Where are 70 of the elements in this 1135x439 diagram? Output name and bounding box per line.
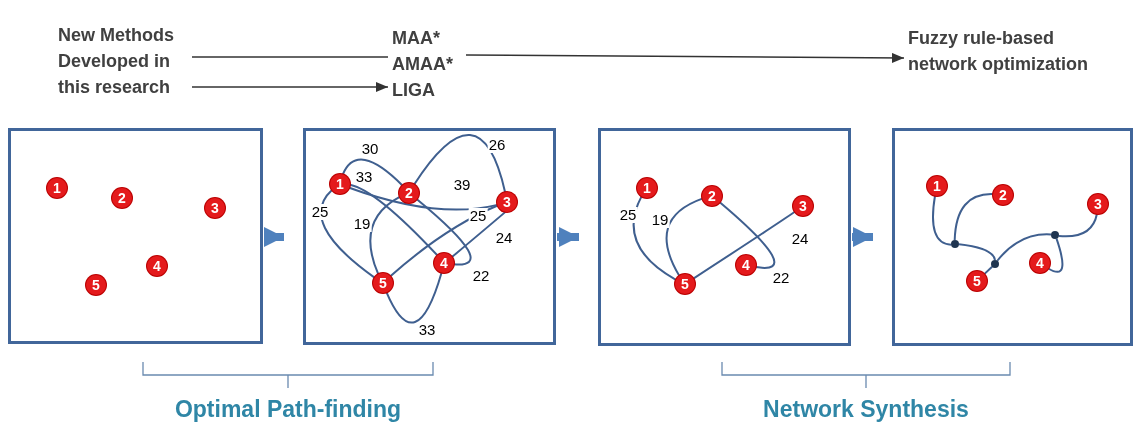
edge-label: 33 — [354, 169, 374, 185]
edge-label: 22 — [771, 270, 791, 286]
connector-line — [983, 265, 994, 276]
connector-line — [1057, 212, 1098, 238]
edge-label: 26 — [487, 137, 507, 153]
connector-line — [320, 189, 376, 279]
method-text: Fuzzy rule-based network optimization — [908, 25, 1123, 77]
connector-line — [415, 198, 472, 266]
network-panel — [8, 128, 263, 344]
numbered-node: 5 — [967, 271, 987, 291]
junction-dot — [1051, 231, 1059, 239]
numbered-node: 5 — [675, 274, 695, 294]
numbered-node: 2 — [112, 188, 132, 208]
junction-dot — [991, 260, 999, 268]
numbered-node: 4 — [147, 256, 167, 276]
section-label: Optimal Path-finding — [174, 396, 402, 423]
edge-label: 39 — [452, 177, 472, 193]
arrow — [191, 82, 389, 92]
connector-line — [341, 158, 404, 187]
connector-line — [349, 183, 439, 257]
connector-line — [385, 271, 443, 324]
edge-label: 19 — [650, 212, 670, 228]
connector-line — [191, 56, 389, 58]
connector-line — [413, 134, 507, 194]
numbered-node: 5 — [86, 275, 106, 295]
connector-line — [665, 197, 704, 277]
connector-line — [632, 195, 677, 281]
method-text: New Methods Developed in this research — [58, 22, 188, 100]
arrow — [465, 52, 905, 63]
numbered-node: 3 — [793, 196, 813, 216]
numbered-node: 1 — [637, 178, 657, 198]
numbered-node: 1 — [330, 174, 350, 194]
network-panel — [303, 128, 556, 345]
numbered-node: 3 — [205, 198, 225, 218]
connector-line — [958, 243, 996, 261]
edge-label: 25 — [618, 207, 638, 223]
numbered-node: 2 — [702, 186, 722, 206]
numbered-node: 2 — [993, 185, 1013, 205]
junction-dot — [951, 240, 959, 248]
edge-label: 30 — [360, 141, 380, 157]
edge-label: 24 — [494, 230, 514, 246]
numbered-node: 2 — [399, 183, 419, 203]
edge-label: 22 — [471, 268, 491, 284]
numbered-node: 4 — [736, 255, 756, 275]
method-text: MAA* AMAA* LIGA — [392, 25, 462, 103]
connector-line — [953, 193, 995, 241]
connector-line — [996, 233, 1053, 262]
numbered-node: 4 — [1030, 253, 1050, 273]
connector-line — [932, 194, 953, 246]
numbered-node: 4 — [434, 253, 454, 273]
edge-label: 19 — [352, 216, 372, 232]
connector-line — [451, 210, 507, 258]
numbered-node: 5 — [373, 273, 393, 293]
edge-label: 33 — [417, 322, 437, 338]
numbered-node: 1 — [47, 178, 67, 198]
connector-line — [718, 201, 776, 269]
edge-label: 24 — [790, 231, 810, 247]
numbered-node: 3 — [497, 192, 517, 212]
network-panel — [892, 128, 1133, 346]
connector-line — [369, 195, 401, 276]
numbered-node: 3 — [1088, 194, 1108, 214]
section-label: Network Synthesis — [763, 396, 969, 423]
connector-line — [389, 204, 499, 278]
edge-label: 25 — [310, 204, 330, 220]
connector-line — [692, 210, 796, 280]
numbered-node: 1 — [927, 176, 947, 196]
connector-line — [348, 186, 499, 211]
connector-line — [1047, 237, 1064, 273]
network-panel — [598, 128, 851, 346]
edge-label: 25 — [468, 208, 488, 224]
